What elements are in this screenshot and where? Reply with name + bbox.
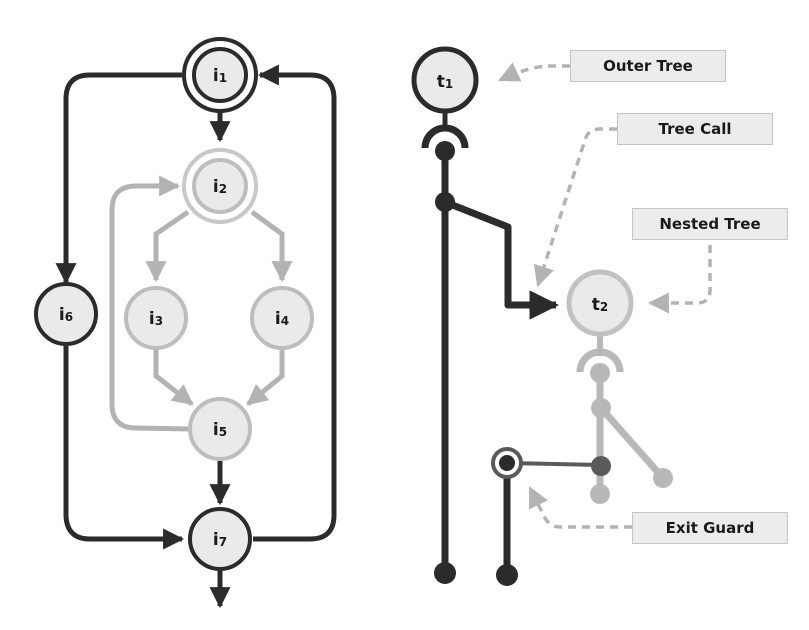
pointer-nested-tree xyxy=(647,245,712,314)
node-i4[interactable]: i4 xyxy=(250,286,314,350)
callout-exit-guard-label: Exit Guard xyxy=(665,519,755,537)
node-i3[interactable]: i3 xyxy=(124,286,188,350)
callout-pointers xyxy=(498,62,712,529)
node-i1[interactable]: i1 xyxy=(182,37,258,113)
exit-guard-dot xyxy=(499,455,515,471)
t1-root-dot xyxy=(435,141,455,161)
t2-anchor-cup xyxy=(576,348,624,373)
node-i1-label: i1 xyxy=(213,66,227,86)
t2-guard-dot xyxy=(591,456,611,476)
t1-anchor-cup xyxy=(421,124,469,149)
node-i5[interactable]: i5 xyxy=(188,397,252,461)
pointer-tree-call xyxy=(533,127,617,287)
edge-i5-i2 xyxy=(109,175,191,432)
t2-branch-dot xyxy=(591,398,611,418)
edge-i2-i4 xyxy=(250,209,293,283)
callout-outer-tree-label: Outer Tree xyxy=(603,57,693,75)
callout-nested-tree-label: Nested Tree xyxy=(659,215,761,233)
node-t2[interactable]: t2 xyxy=(566,269,634,337)
node-i2[interactable]: i2 xyxy=(182,148,258,224)
callout-tree-call-label: Tree Call xyxy=(658,120,732,138)
callout-exit-guard: Exit Guard xyxy=(632,512,788,544)
edge-i3-i5 xyxy=(153,350,194,406)
node-i7[interactable]: i7 xyxy=(188,507,252,571)
pointer-exit-guard xyxy=(528,486,632,529)
node-i4-label: i4 xyxy=(275,309,289,329)
edge-i4-i5 xyxy=(246,350,285,406)
edge-i7-i1 xyxy=(253,64,337,542)
pointer-outer-tree xyxy=(498,62,570,82)
callout-tree-call: Tree Call xyxy=(617,113,773,145)
exit-guard-end-dot xyxy=(496,564,518,586)
node-i2-label: i2 xyxy=(213,177,227,197)
node-i3-label: i3 xyxy=(149,309,163,329)
t1-trunk-end-dot xyxy=(434,562,456,584)
exit-guard-branch xyxy=(491,447,602,586)
tree-call-edge xyxy=(443,198,559,320)
callout-outer-tree: Outer Tree xyxy=(570,50,726,82)
node-t2-label: t2 xyxy=(592,295,609,315)
left-graph-edges xyxy=(55,64,337,609)
t2-trunk-end-dot xyxy=(590,484,610,504)
outer-tree-t1: t1 xyxy=(411,46,559,584)
node-i7-label: i7 xyxy=(213,530,227,550)
node-i6[interactable]: i6 xyxy=(34,282,98,346)
node-i5-label: i5 xyxy=(213,420,227,440)
t2-side-branch xyxy=(598,405,666,481)
edge-i6-i7 xyxy=(63,346,185,550)
node-i6-label: i6 xyxy=(59,305,73,325)
t2-side-end-dot xyxy=(653,468,673,488)
t2-root-dot xyxy=(590,363,610,383)
callout-nested-tree: Nested Tree xyxy=(632,208,788,240)
nested-tree-t2: t2 xyxy=(566,269,673,504)
edge-i2-i3 xyxy=(145,209,190,283)
node-t1-label: t1 xyxy=(437,72,454,92)
node-t1[interactable]: t1 xyxy=(411,46,479,114)
edge-i1-i6 xyxy=(55,72,182,285)
